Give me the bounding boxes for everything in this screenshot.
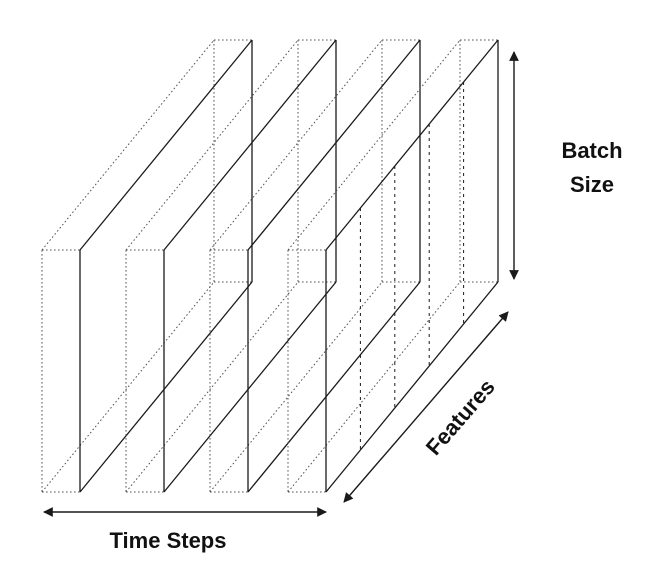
- back-bottom-edge: [287, 281, 461, 493]
- back-bottom-edge: [41, 281, 215, 493]
- time-steps-label: Time Steps: [110, 528, 227, 553]
- bottom-right-diagonal: [79, 281, 253, 493]
- back-bottom-edge: [125, 281, 299, 493]
- time-slice-3: [209, 39, 421, 493]
- batch-label-line2: Size: [570, 172, 614, 197]
- time-slice-2: [125, 39, 337, 493]
- top-right-diagonal: [79, 39, 253, 251]
- back-top-edge: [125, 39, 299, 251]
- top-right-diagonal: [325, 39, 499, 251]
- features-label: Features: [421, 374, 500, 460]
- bottom-right-diagonal: [163, 281, 337, 493]
- top-right-diagonal: [163, 39, 337, 251]
- bottom-right-diagonal: [247, 281, 421, 493]
- back-top-edge: [41, 39, 215, 251]
- features-arrow: [343, 311, 509, 503]
- back-bottom-edge: [209, 281, 383, 493]
- batch-label-line1: Batch: [561, 138, 622, 163]
- back-top-edge: [287, 39, 461, 251]
- time-slices: [41, 39, 499, 493]
- back-top-edge: [209, 39, 383, 251]
- time-slice-1: [41, 39, 253, 493]
- top-right-diagonal: [247, 39, 421, 251]
